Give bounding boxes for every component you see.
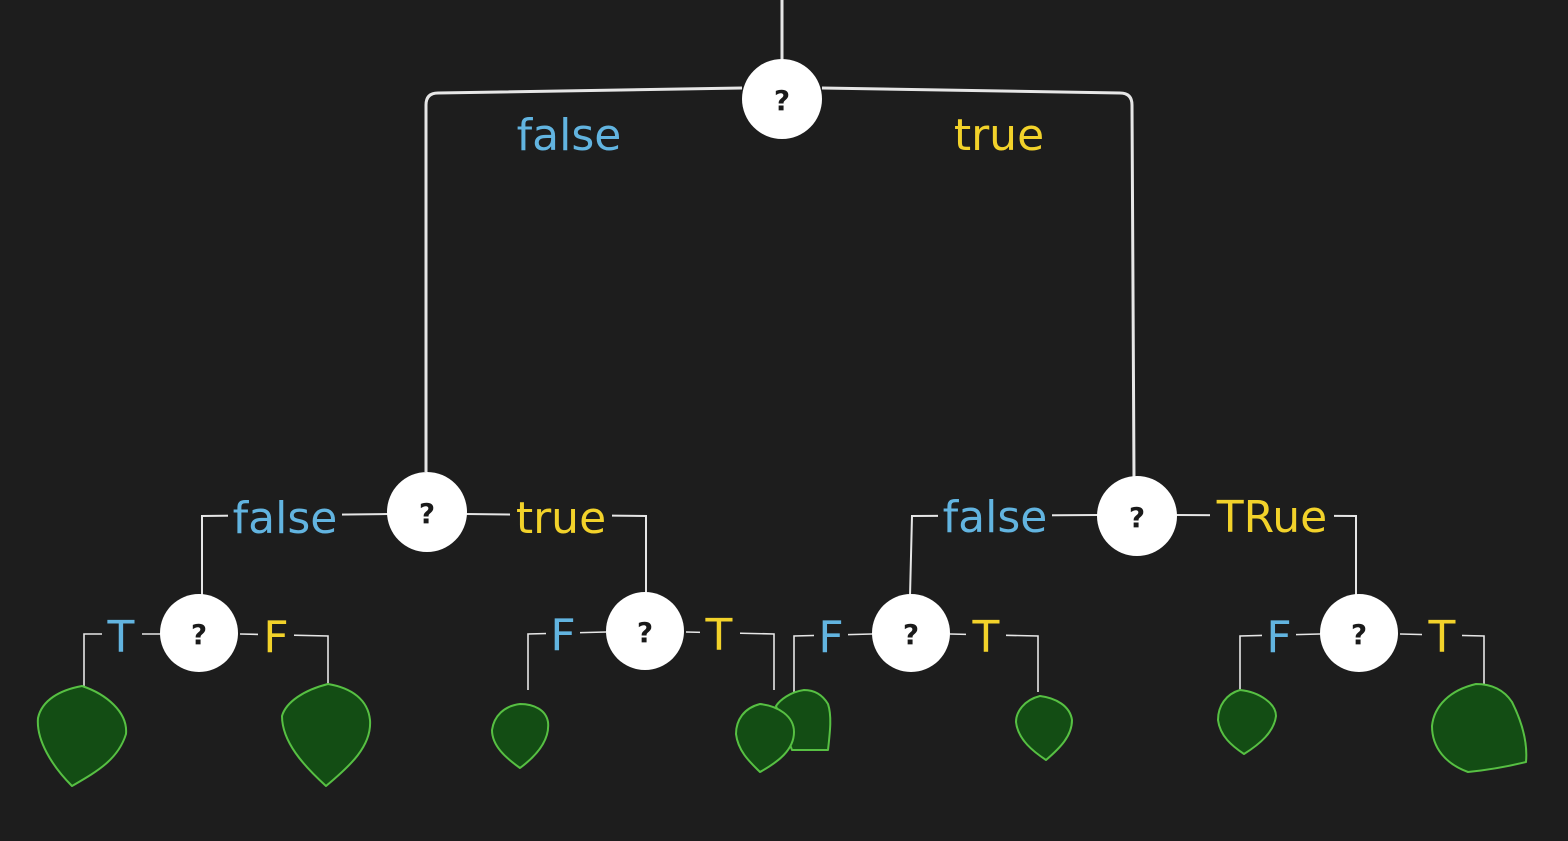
root-false-label: false: [517, 110, 622, 161]
l2-left-node: ?: [387, 472, 467, 552]
l2-left-false-label: false: [233, 493, 338, 544]
l2-left-true-label: true: [516, 493, 606, 544]
leaf-icon: [1217, 689, 1277, 755]
leaf-icon: [735, 703, 795, 773]
l3-node-b: ?: [606, 592, 684, 670]
l3-c-left-label: F: [818, 612, 843, 663]
l2-right-true-label: TRue: [1216, 492, 1327, 543]
root-false-branch-line: [424, 86, 743, 472]
root-true-label: true: [954, 110, 1044, 161]
l3-b-right-label: T: [705, 610, 733, 661]
label-backgrounds: [102, 495, 1462, 654]
leaves: [36, 683, 1528, 787]
l2-right-node: ?: [1097, 476, 1177, 556]
l3-d-right-label: T: [1428, 612, 1456, 663]
l3-node-a: ?: [160, 594, 238, 672]
l3-node-d-symbol: ?: [1351, 618, 1367, 651]
root-node: ?: [742, 59, 822, 139]
l3-node-b-symbol: ?: [637, 616, 653, 649]
l3-node-a-symbol: ?: [191, 618, 207, 651]
root-node-symbol: ?: [774, 84, 790, 117]
l3-node-d: ?: [1320, 594, 1398, 672]
l3-node-c: ?: [872, 594, 950, 672]
l3-b-left-label: F: [550, 610, 575, 661]
l3-c-right-label: T: [972, 612, 1000, 663]
leaf-icon: [281, 683, 372, 787]
l2-left-node-symbol: ?: [419, 497, 435, 530]
l3-node-c-symbol: ?: [903, 618, 919, 651]
l3-a-left-label: T: [107, 612, 135, 663]
leaf-icon: [1015, 695, 1073, 761]
l3-d-left-label: F: [1266, 612, 1291, 663]
leaf-icon: [1431, 683, 1528, 773]
l2-right-node-symbol: ?: [1129, 501, 1145, 534]
leaf-icon: [491, 703, 550, 769]
root-true-branch-line: [821, 86, 1136, 479]
leaf-icon: [36, 685, 128, 787]
l2-right-false-label: false: [943, 492, 1048, 543]
l3-a-right-label: F: [263, 612, 288, 663]
